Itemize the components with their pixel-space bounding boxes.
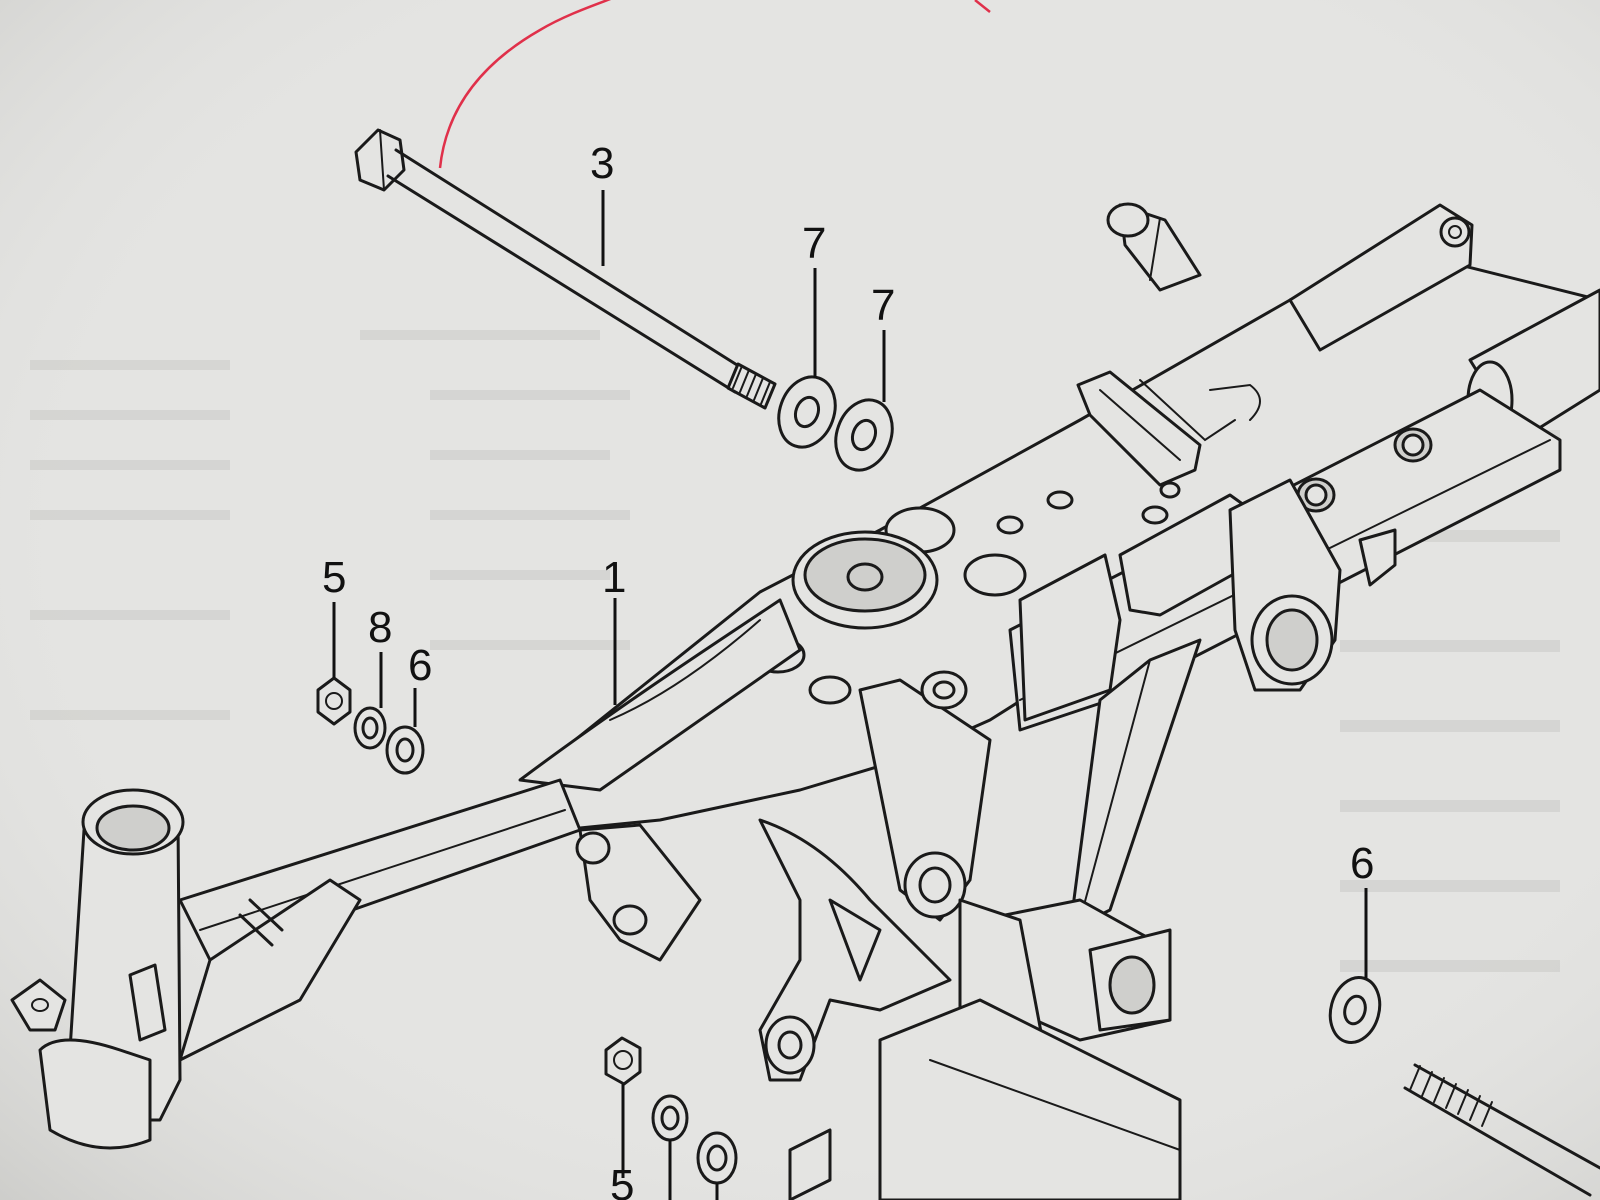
red-pen-mark xyxy=(438,0,612,169)
callout-labels: 3 7 7 5 8 6 1 6 5 xyxy=(322,139,1374,1200)
lockwasher-part-8-left xyxy=(353,706,387,750)
washer-part-6-right xyxy=(1328,976,1382,1044)
callout-7-washer-b: 7 xyxy=(871,281,895,330)
frame-part-1 xyxy=(10,202,1600,1200)
callout-5-nut-bottom: 5 xyxy=(610,1161,634,1200)
washer-part-7b xyxy=(834,398,894,472)
washer-bottom xyxy=(696,1131,738,1185)
callout-3-bolt: 3 xyxy=(590,139,614,188)
leader-lines xyxy=(332,190,1368,1200)
nut-part-5-bottom xyxy=(604,1036,642,1086)
callout-6-washer-left: 6 xyxy=(408,641,432,690)
washer-part-7a xyxy=(777,375,837,449)
lockwasher-bottom xyxy=(651,1094,689,1142)
callout-1-frame: 1 xyxy=(602,553,626,602)
washer-part-6-left xyxy=(385,725,425,775)
callout-5-nut-left: 5 xyxy=(322,553,346,602)
red-pen-tick xyxy=(974,0,991,13)
stud-bolt-right xyxy=(1403,1063,1600,1197)
callout-7-washer-a: 7 xyxy=(802,219,826,268)
bolt-part-3 xyxy=(354,128,777,410)
nut-part-5-left xyxy=(316,676,352,726)
callout-8-lockwasher-left: 8 xyxy=(368,603,392,652)
callout-6-washer-right: 6 xyxy=(1350,839,1374,888)
